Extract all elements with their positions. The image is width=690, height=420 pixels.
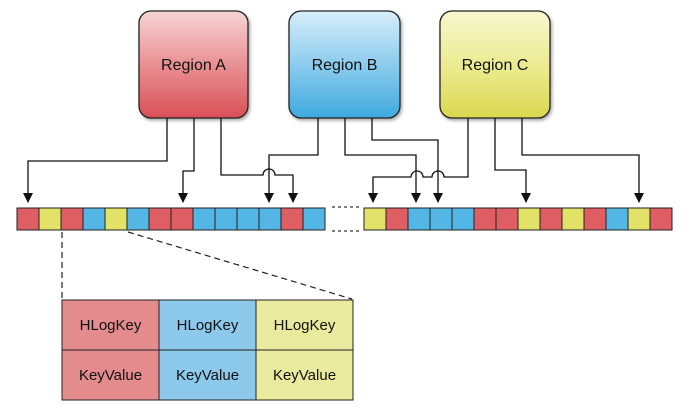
arrow-region-b-2 <box>344 118 421 203</box>
region-b-label: Region B <box>312 57 378 74</box>
log-entry-right-13 <box>627 207 651 231</box>
log-entry-right-6 <box>473 207 497 231</box>
log-entry-right-11 <box>583 207 607 231</box>
log-entry-left-1 <box>16 207 40 231</box>
log-entry-left-13 <box>280 207 304 231</box>
log-entry-right-8 <box>517 207 541 231</box>
arrow-region-c-3 <box>521 118 644 203</box>
log-entry-right-1 <box>363 207 387 231</box>
table-cell-r2-c2 <box>158 349 257 401</box>
region-a-label: Region A <box>161 57 226 74</box>
table-cell-label-r2-c3: KeyValue <box>273 367 336 384</box>
table-cell-label-r1-c1: HLogKey <box>80 317 142 334</box>
hlog-sequence-left <box>16 207 326 231</box>
hlog-sequence-right <box>363 207 673 231</box>
zoom-lines <box>61 231 353 300</box>
region-b-box: Region B <box>288 10 401 119</box>
log-entry-right-5 <box>451 207 475 231</box>
write-arrows <box>23 118 644 203</box>
log-entry-right-4 <box>429 207 453 231</box>
table-cell-label-r2-c2: KeyValue <box>176 367 239 384</box>
log-entry-right-7 <box>495 207 519 231</box>
log-entry-left-14 <box>302 207 326 231</box>
log-entry-right-2 <box>385 207 409 231</box>
arrow-region-c-2 <box>494 118 531 203</box>
log-entry-left-9 <box>192 207 216 231</box>
log-entry-left-3 <box>60 207 84 231</box>
log-entry-left-8 <box>170 207 194 231</box>
region-c-label: Region C <box>462 57 529 74</box>
region-c-box: Region C <box>439 10 551 119</box>
arrow-region-c-1 <box>368 118 469 203</box>
log-entry-right-14 <box>649 207 673 231</box>
log-entry-left-11 <box>236 207 260 231</box>
log-entry-left-10 <box>214 207 238 231</box>
log-entry-left-5 <box>104 207 128 231</box>
log-entry-left-4 <box>82 207 106 231</box>
log-entry-right-3 <box>407 207 431 231</box>
region-a-box: Region A <box>138 10 249 119</box>
log-entry-right-9 <box>539 207 563 231</box>
arrow-region-a-1 <box>23 118 168 203</box>
arrow-region-a-2 <box>178 118 195 203</box>
table-cell-label-r1-c2: HLogKey <box>177 317 239 334</box>
table-cell-r2-c1 <box>61 349 160 401</box>
arrow-region-b-3 <box>371 118 443 203</box>
log-entry-right-10 <box>561 207 585 231</box>
log-entry-left-12 <box>258 207 282 231</box>
log-gap-dots <box>332 206 362 232</box>
log-entry-left-7 <box>148 207 172 231</box>
table-cell-r2-c3 <box>255 349 354 401</box>
log-entry-left-6 <box>126 207 150 231</box>
arrow-region-a-3 <box>220 118 298 203</box>
log-entry-left-2 <box>38 207 62 231</box>
table-cell-label-r1-c3: HLogKey <box>274 317 336 334</box>
table-cell-label-r2-c1: KeyValue <box>79 367 142 384</box>
log-entry-right-12 <box>605 207 629 231</box>
arrow-region-b-1 <box>264 118 319 203</box>
